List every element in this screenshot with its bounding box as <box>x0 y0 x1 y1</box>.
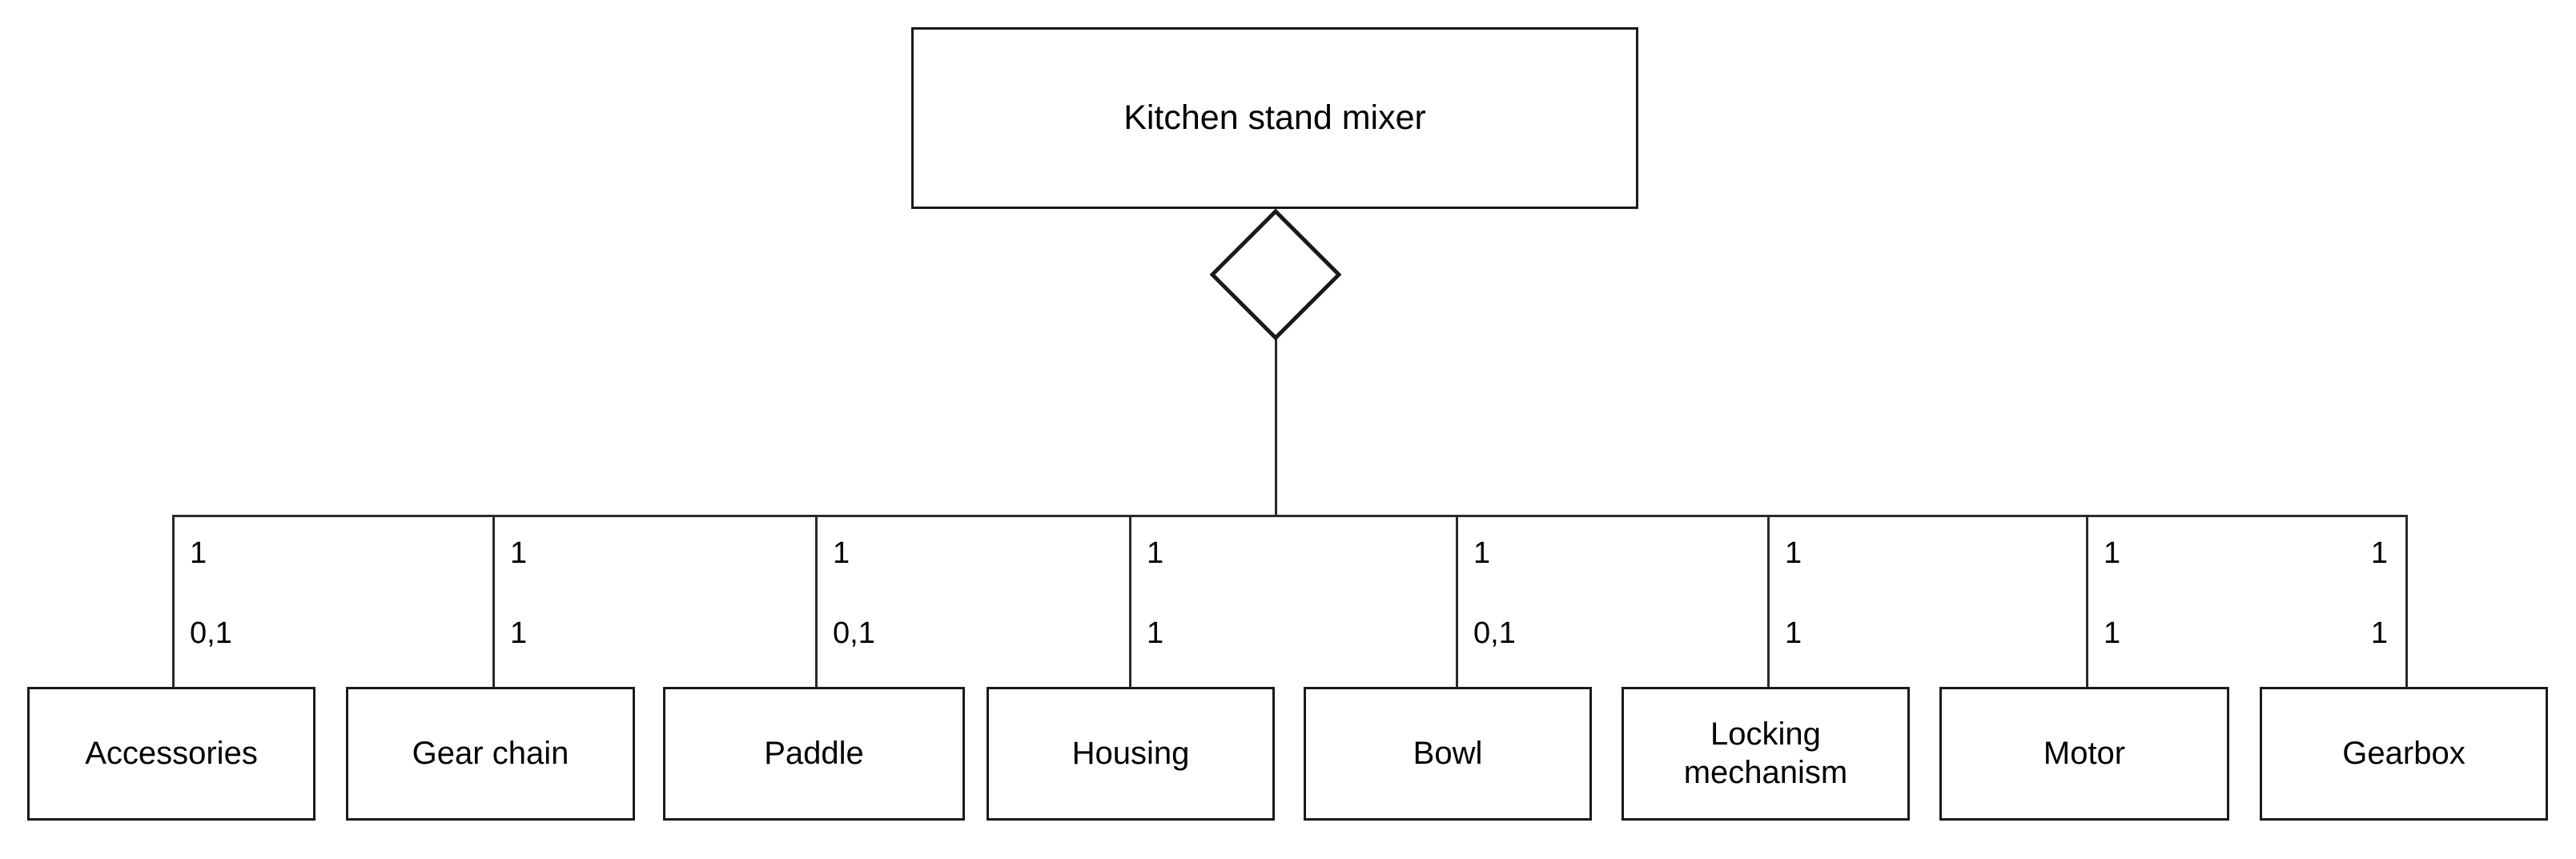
part-multiplicity-accessories: 0,1 <box>190 616 232 650</box>
drop-line-gearbox <box>2405 515 2408 688</box>
part-multiplicity-housing: 1 <box>1147 616 1164 650</box>
composition-diamond-icon <box>1209 208 1342 341</box>
drop-line-accessories <box>172 515 175 688</box>
root-node-label: Kitchen stand mixer <box>1123 98 1426 138</box>
whole-multiplicity-locking-mechanism: 1 <box>1785 536 1802 570</box>
part-multiplicity-gearbox: 1 <box>2370 616 2388 650</box>
part-node-label: Accessories <box>85 735 258 771</box>
whole-multiplicity-paddle: 1 <box>833 536 850 570</box>
part-multiplicity-locking-mechanism: 1 <box>1785 616 1802 650</box>
part-multiplicity-motor: 1 <box>2104 616 2121 650</box>
part-node-motor[interactable]: Motor <box>1939 687 2229 821</box>
part-node-paddle[interactable]: Paddle <box>663 687 965 821</box>
drop-line-motor <box>2086 515 2088 688</box>
part-node-locking-mechanism[interactable]: Locking mechanism <box>1622 687 1910 821</box>
part-node-label: Bowl <box>1413 735 1483 771</box>
drop-line-locking-mechanism <box>1767 515 1770 688</box>
part-node-label: Paddle <box>764 735 864 771</box>
root-node-kitchen-stand-mixer[interactable]: Kitchen stand mixer <box>911 27 1638 209</box>
drop-line-gear-chain <box>492 515 495 688</box>
part-node-accessories[interactable]: Accessories <box>27 687 315 821</box>
part-node-label: Gearbox <box>2342 735 2465 771</box>
part-node-label: Housing <box>1071 735 1190 771</box>
part-multiplicity-bowl: 0,1 <box>1473 616 1516 650</box>
drop-line-paddle <box>815 515 818 688</box>
drop-line-bowl <box>1456 515 1458 688</box>
whole-multiplicity-accessories: 1 <box>190 536 207 570</box>
part-node-gearbox[interactable]: Gearbox <box>2260 687 2548 821</box>
part-multiplicity-gear-chain: 1 <box>510 616 528 650</box>
part-node-housing[interactable]: Housing <box>987 687 1275 821</box>
drop-line-housing <box>1129 515 1131 688</box>
part-node-label: Gear chain <box>412 735 569 771</box>
part-node-label: Motor <box>2043 735 2126 771</box>
part-node-gear-chain[interactable]: Gear chain <box>346 687 635 821</box>
part-multiplicity-paddle: 0,1 <box>833 616 875 650</box>
whole-multiplicity-gearbox: 1 <box>2370 536 2388 570</box>
whole-multiplicity-bowl: 1 <box>1473 536 1491 570</box>
whole-multiplicity-gear-chain: 1 <box>510 536 528 570</box>
part-node-label: Locking mechanism <box>1683 717 1848 790</box>
part-node-bowl[interactable]: Bowl <box>1304 687 1592 821</box>
composition-trunk-line <box>1275 339 1277 516</box>
composition-bus-line <box>172 515 2407 517</box>
whole-multiplicity-housing: 1 <box>1147 536 1164 570</box>
whole-multiplicity-motor: 1 <box>2104 536 2121 570</box>
